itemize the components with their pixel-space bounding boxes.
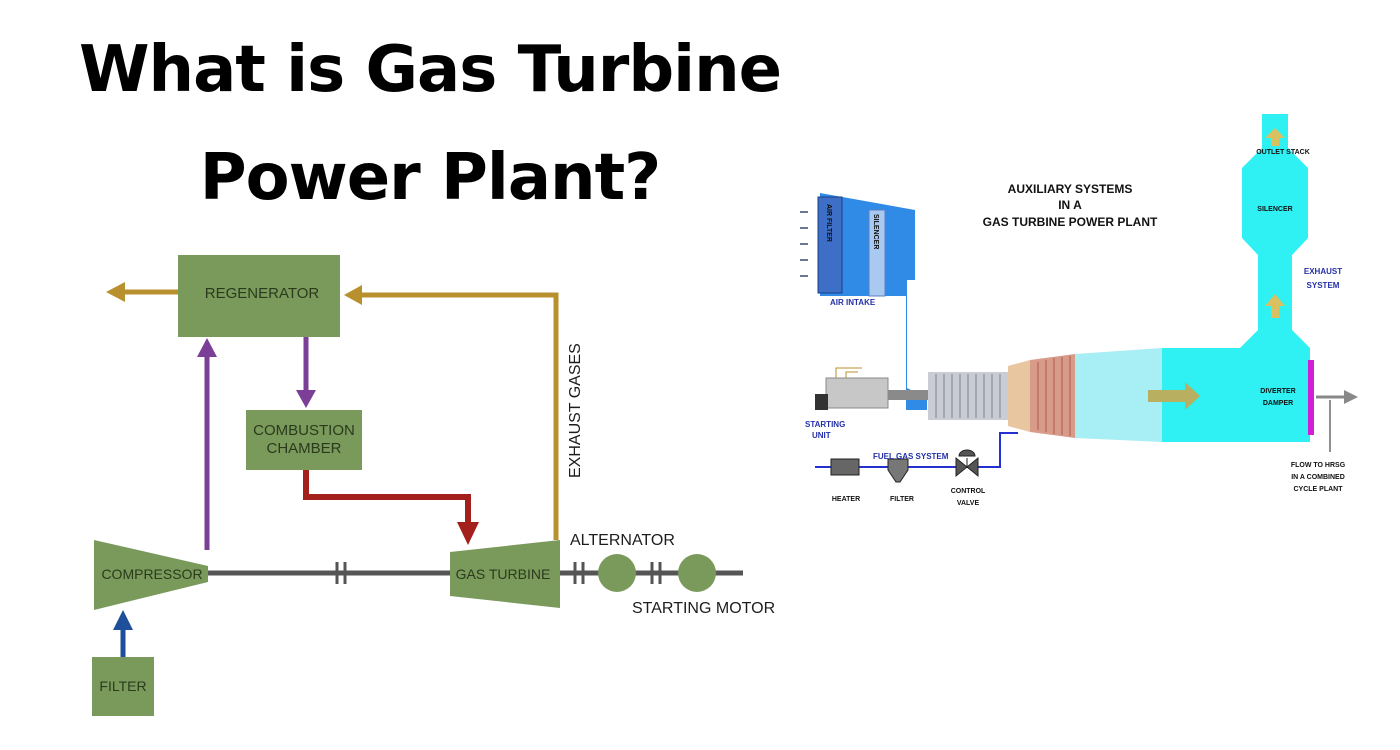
starting-unit-cap [815,394,828,410]
intake-silencer-panel [868,209,886,297]
filter-label: FILTER [99,678,146,694]
outlet-stack-arrow [1265,128,1285,146]
filter-box [92,657,154,716]
fuel-filter-label: FILTER [890,496,914,503]
heater-icon [830,458,860,476]
hrsg-label-line-2: IN A COMBINED [1291,474,1345,481]
exhaust-system-body [1162,114,1310,442]
compressor-label: COMPRESSOR [101,566,202,582]
turbine-blades [1037,356,1071,436]
outlet-stack-label: OUTLET STACK [1256,149,1310,156]
exhaust-system-label-line-2: SYSTEM [1307,281,1340,290]
regenerator-to-combustion-arrowhead [296,390,316,408]
combustion-label-line-2: CHAMBER [266,440,341,457]
starting-unit-label-line-2: UNIT [812,431,831,440]
silencer-flow-arrow [1265,294,1285,318]
air-filter-vertical-label: AIR FILTER [825,204,832,242]
intake-silencer-vertical-label: SILENCER [872,214,879,249]
shaft-coupling-3 [650,562,662,584]
gas-turbine-label: GAS TURBINE [456,566,551,582]
control-valve-label-line-2: VALVE [957,500,980,507]
diverter-damper-label-line-2: DAMPER [1263,400,1293,407]
page-title-line-2: Power Plant? [199,141,662,215]
control-valve-actuator [958,449,976,467]
combustion-to-turbine-line [303,470,471,524]
starting-motor-icon [678,554,716,592]
starting-unit-body [825,377,889,409]
alternator-label: ALTERNATOR [570,532,675,549]
exhaust-arrowhead [344,285,362,305]
starting-unit-label-line-1: STARTING [805,420,845,429]
combustion-chamber-box [246,410,362,470]
left-schematic: REGENERATOR COMBUSTION CHAMBER COMPRESSO… [92,255,775,716]
right-schematic: AUXILIARY SYSTEMS IN A GAS TURBINE POWER… [800,114,1358,507]
hrsg-flow-arrowhead [1344,390,1358,404]
starting-unit-wires [835,367,862,378]
fuel-gas-system-label: FUEL GAS SYSTEM [873,452,949,461]
heater-label: HEATER [832,496,860,503]
air-intake-label: AIR INTAKE [830,298,876,307]
compressor-to-regenerator-arrowhead [197,338,217,357]
exhaust-silencer-label: SILENCER [1257,206,1292,213]
page-title-line-1: What is Gas Turbine [78,33,782,107]
exhaust-gas-line [362,292,559,540]
alternator-icon [598,554,636,592]
air-filter-panel [817,196,843,294]
exhaust-diffuser [1075,348,1162,442]
combustion-label-line-1: COMBUSTION [253,422,355,439]
regenerator-box [178,255,340,337]
aux-heading-line-1: AUXILIARY SYSTEMS [1008,182,1133,196]
compressor-blades [935,374,1001,418]
exhaust-system-label-line-1: EXHAUST [1304,267,1342,276]
air-inlet-arrows [800,211,808,277]
filter-to-compressor-arrowhead [113,610,133,630]
exhaust-gases-label: EXHAUST GASES [567,343,584,478]
regenerator-label: REGENERATOR [205,285,320,302]
shaft-coupling-1 [335,562,347,584]
diverter-damper-label-line-1: DIVERTER [1260,388,1295,395]
combustor-section [1008,360,1030,432]
hrsg-label-line-1: FLOW TO HRSG [1291,462,1346,469]
gas-turbine-shape [450,540,560,608]
aux-heading-line-3: GAS TURBINE POWER PLANT [983,215,1158,229]
regenerator-outlet-arrowhead [106,282,125,302]
flow-arrow-main [1148,382,1200,410]
fuel-filter-icon [887,458,909,483]
diverter-damper-bar [1308,360,1314,435]
combustion-to-turbine-arrowhead [457,522,479,545]
control-valve-label-line-1: CONTROL [951,488,986,495]
air-intake-duct [820,193,927,410]
hrsg-label-line-3: CYCLE PLANT [1294,486,1344,493]
turbine-section [1030,354,1075,438]
compressor-shape [94,540,208,610]
aux-heading-line-2: IN A [1058,198,1082,212]
starting-motor-label: STARTING MOTOR [632,600,775,617]
shaft-coupling-2 [573,562,585,584]
